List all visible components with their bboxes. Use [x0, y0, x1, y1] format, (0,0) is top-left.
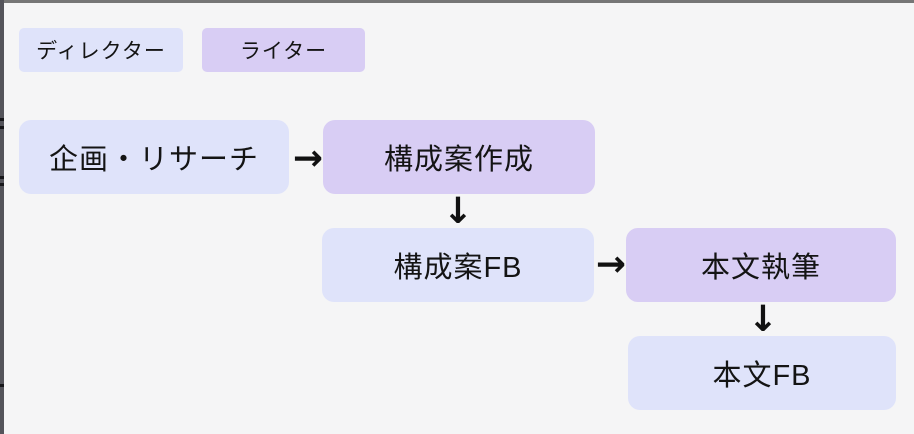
- flow-node-planning-research: 企画・リサーチ: [19, 120, 289, 194]
- flow-node-body-writing: 本文執筆: [626, 228, 896, 302]
- legend-chip-writer: ライター: [202, 28, 365, 72]
- arrow-right-icon: →: [292, 137, 324, 179]
- flow-node-outline-creation: 構成案作成: [323, 120, 595, 194]
- arrow-down-icon: ↓: [442, 190, 474, 232]
- left-edge-clipped-content: [0, 0, 4, 434]
- window-top-border: [0, 0, 914, 3]
- flow-node-body-feedback: 本文FB: [628, 336, 896, 410]
- arrow-right-icon: →: [595, 243, 627, 285]
- legend-chip-director: ディレクター: [19, 28, 183, 72]
- arrow-down-icon: ↓: [747, 298, 779, 340]
- flow-node-outline-feedback: 構成案FB: [322, 228, 594, 302]
